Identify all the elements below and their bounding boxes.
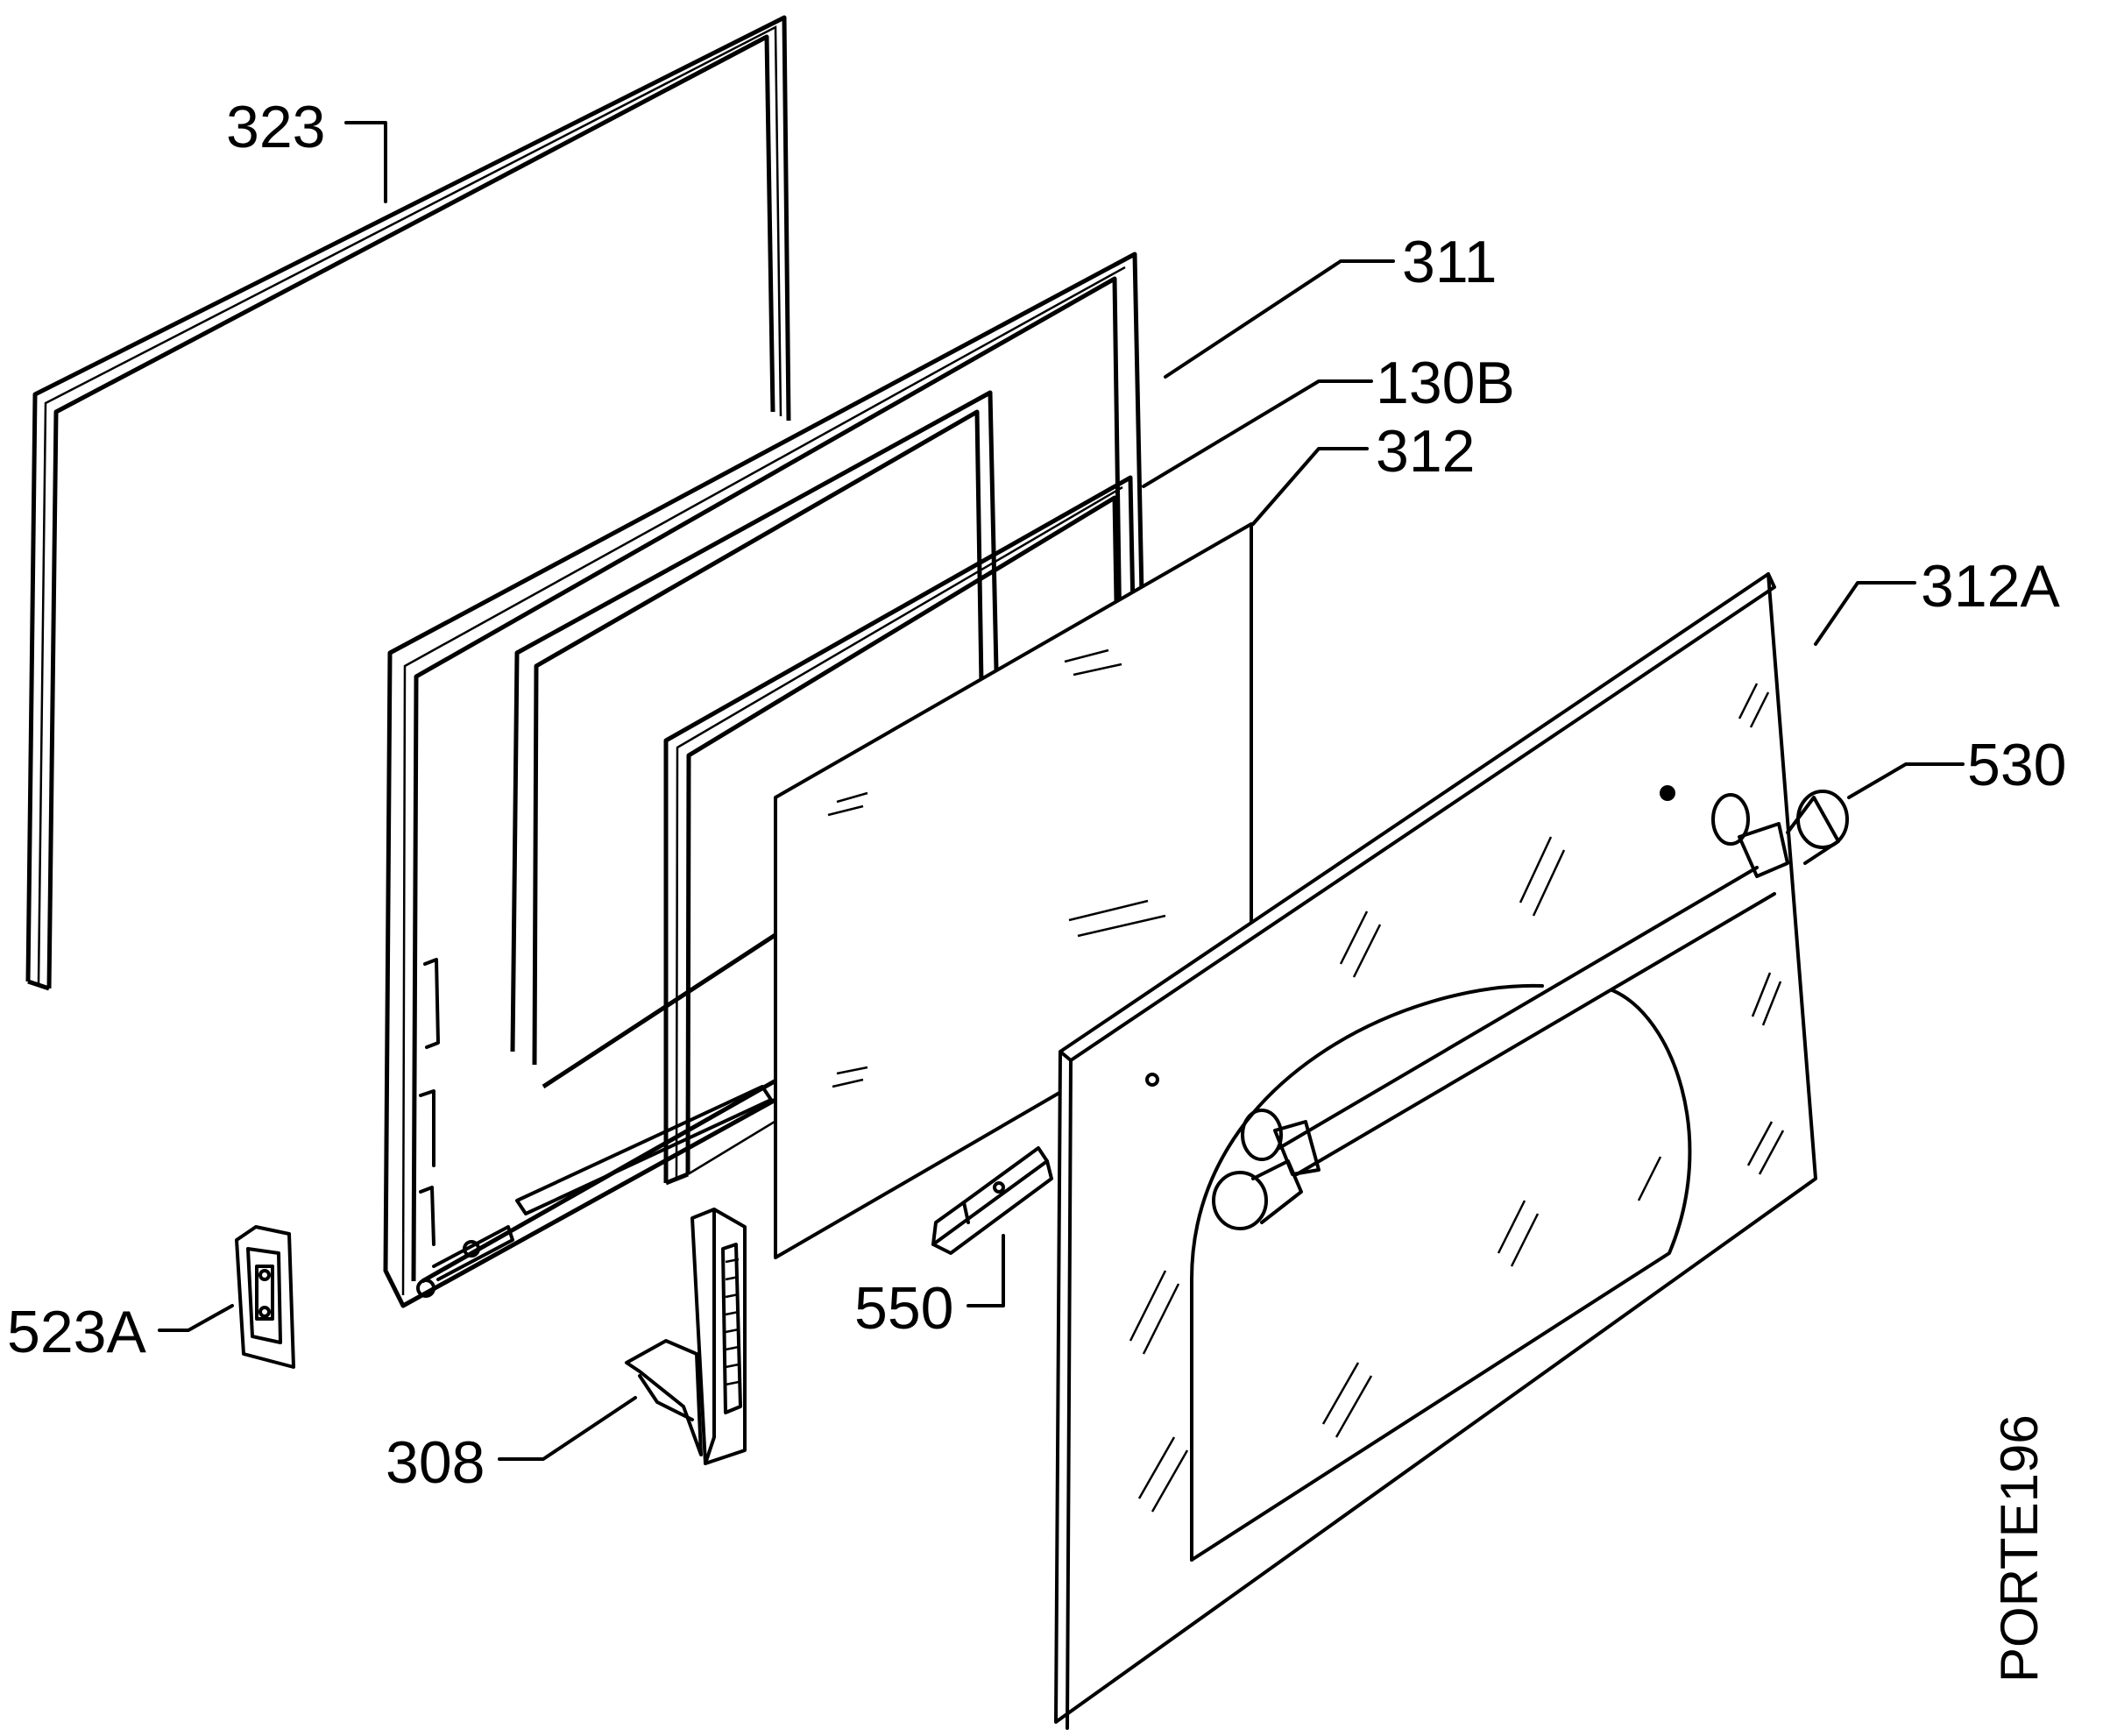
leader-530	[1847, 762, 1965, 799]
leader-523a	[158, 1304, 234, 1332]
label-530: 530	[1967, 732, 2066, 798]
leader-323	[344, 121, 387, 203]
leader-130b	[1142, 379, 1373, 488]
label-550: 550	[854, 1275, 953, 1342]
part-312a-outer-glass	[1054, 572, 1817, 1730]
label-130b: 130B	[1376, 350, 1515, 416]
part-530-door-handle	[1212, 790, 1849, 1230]
part-523a-catch	[235, 1225, 295, 1369]
label-323: 323	[226, 94, 325, 160]
leader-311	[1164, 259, 1395, 379]
label-308: 308	[386, 1429, 485, 1496]
label-312: 312	[1376, 418, 1475, 485]
leader-550	[967, 1234, 1005, 1307]
leader-308	[498, 1396, 637, 1461]
part-311-inner-door-frame	[383, 252, 1151, 1308]
label-523a: 523A	[7, 1299, 146, 1365]
leader-312	[1251, 447, 1369, 526]
drawing-reference: PORTE196	[1990, 1414, 2049, 1683]
leader-lines	[158, 121, 1965, 1461]
leader-312a	[1814, 581, 1916, 646]
part-308-hinge	[625, 1208, 747, 1465]
part-550-bottom-profile	[931, 1146, 1053, 1255]
part-323-door-seal	[25, 15, 791, 991]
label-312a: 312A	[1921, 553, 2060, 620]
label-311: 311	[1402, 229, 1497, 295]
